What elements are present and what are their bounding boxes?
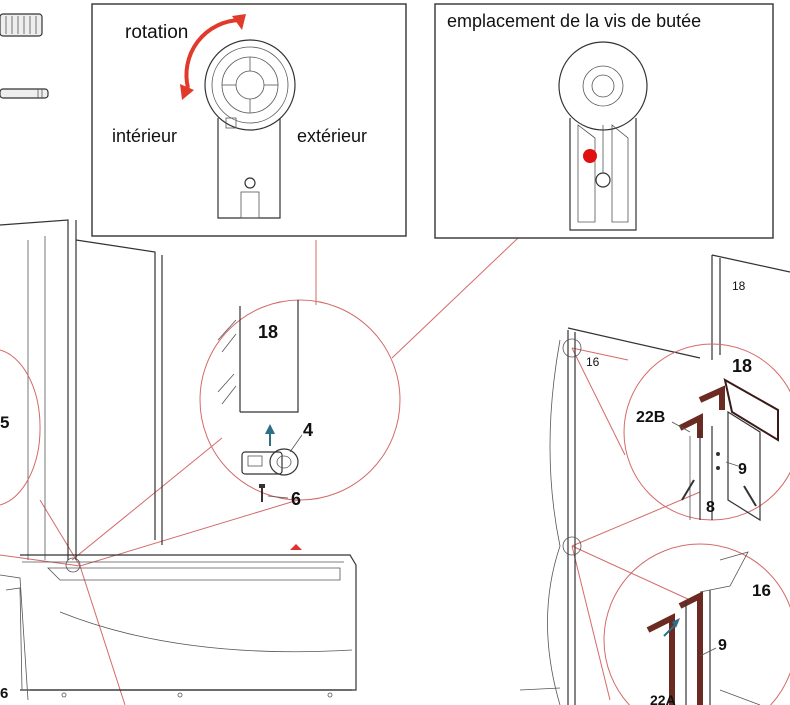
cylinder-part bbox=[0, 13, 43, 37]
right-upper-part-8-label: 8 bbox=[706, 499, 715, 516]
rotation-panel-frame bbox=[91, 3, 407, 237]
upper-hinge-marker bbox=[562, 338, 582, 358]
left-part-6-label: 6 bbox=[0, 685, 8, 702]
right-lower-part-9-label: 9 bbox=[718, 637, 727, 654]
center-part-4-label: 4 bbox=[303, 420, 313, 440]
rotation-label: rotation bbox=[125, 22, 188, 43]
lower-hinge-marker bbox=[562, 536, 582, 556]
guide-lines bbox=[0, 237, 701, 705]
right-upper-part-22B-label: 22B bbox=[636, 409, 665, 426]
center-part-6-label: 6 bbox=[291, 489, 301, 509]
inside-label: intérieur bbox=[112, 126, 177, 146]
outside-label: extérieur bbox=[297, 126, 367, 146]
right-upper-detail-circle: 9 22B 18 8 bbox=[623, 343, 790, 522]
rotation-arrow-head-bottom bbox=[180, 84, 194, 100]
right-lower-detail-circle: 16 9 22A bbox=[603, 543, 790, 705]
rotation-arrow-head-top bbox=[232, 14, 246, 30]
lower-up-arrow bbox=[672, 618, 680, 628]
hardware-parts bbox=[0, 13, 49, 99]
hinge-body-screw bbox=[558, 41, 648, 231]
rotation-arrow bbox=[184, 18, 241, 89]
rod-part bbox=[0, 88, 49, 99]
right-lower-part-16-label: 16 bbox=[752, 581, 771, 600]
right-lower-part-22A-label: 22A bbox=[650, 692, 676, 705]
right-upper-part-9-label: 9 bbox=[738, 461, 747, 478]
left-part-5-label: 5 bbox=[0, 413, 9, 432]
screw-part-6 bbox=[259, 484, 265, 502]
right-upper-part-18-label: 18 bbox=[732, 356, 752, 376]
bath-assembly: 5 6 bbox=[0, 219, 357, 702]
stop-screw-title: emplacement de la vis de butée bbox=[447, 11, 701, 31]
right-panel-16-label: 16 bbox=[586, 355, 600, 369]
up-arrow bbox=[265, 424, 275, 434]
center-detail-circle: 18 4 6 bbox=[199, 299, 401, 509]
stop-screw-panel-frame bbox=[434, 3, 774, 239]
hinge-body-rotation bbox=[204, 39, 296, 219]
rotation-panel: rotation intérieur extérieur bbox=[91, 3, 407, 237]
right-frame: 18 16 bbox=[519, 254, 790, 705]
hinge-assembly-22B bbox=[678, 378, 779, 522]
stop-screw-panel: emplacement de la vis de butée bbox=[434, 3, 774, 239]
hinge-part-4 bbox=[241, 448, 299, 476]
small-red-arrow bbox=[290, 544, 302, 550]
center-part-18-label: 18 bbox=[258, 322, 278, 342]
stop-screw-dot bbox=[583, 149, 597, 163]
right-panel-18-label: 18 bbox=[732, 279, 746, 293]
